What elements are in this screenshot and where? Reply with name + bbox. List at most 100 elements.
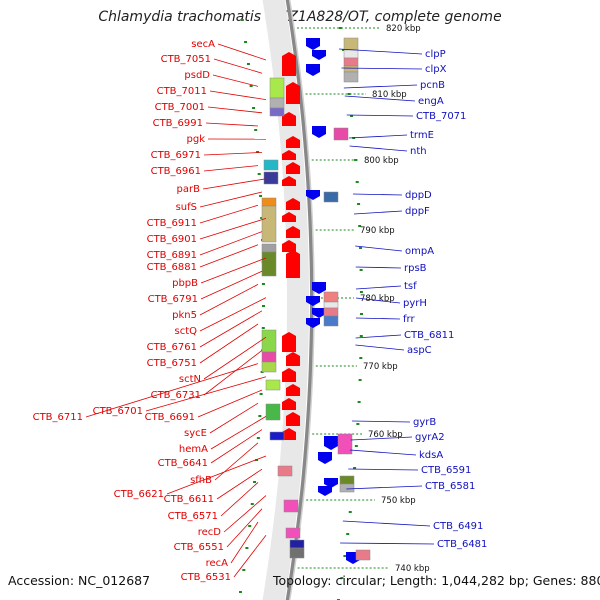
gene-leader-line: [223, 495, 267, 533]
reverse-gene-arrow: [312, 50, 326, 60]
kbp-tick-label: 790 kbp: [360, 226, 395, 236]
kbp-tick-label: 740 kbp: [395, 564, 430, 574]
gene-label-enga: engA: [418, 96, 444, 107]
reverse-gene-arrow: [306, 318, 320, 328]
gene-block: [343, 71, 359, 83]
gene-label-ctb-6481: CTB_6481: [437, 539, 487, 550]
gene-label-ctb-7001: CTB_7001: [155, 102, 205, 113]
forward-gene-arrow: [282, 332, 296, 352]
gene-leader-line: [349, 145, 408, 152]
gene-block: [323, 315, 339, 327]
gene-leader-line: [199, 284, 259, 316]
gene-leader-line: [145, 376, 267, 412]
gene-label-dppd: dppD: [405, 190, 432, 201]
gene-block: [261, 205, 277, 243]
gene-label-dppf: dppF: [405, 206, 430, 217]
gene-leader-line: [353, 210, 403, 215]
gene-label-ctb-7071: CTB_7071: [416, 111, 466, 122]
gene-block: [323, 191, 339, 203]
gene-block: [285, 527, 301, 539]
reverse-gene-arrow: [306, 296, 320, 306]
gene-leader-line: [200, 257, 267, 284]
gene-block: [263, 171, 279, 185]
gene-label-sufs: sufS: [176, 202, 197, 213]
forward-gene-arrow: [282, 176, 296, 186]
gene-label-ctb-6571: CTB_6571: [168, 511, 218, 522]
gene-block: [339, 483, 355, 493]
reverse-gene-arrow: [324, 436, 338, 450]
gene-block: [269, 431, 285, 441]
gene-label-ctb-6491: CTB_6491: [433, 521, 483, 532]
gene-leader-line: [355, 245, 403, 252]
forward-gene-arrow: [286, 412, 300, 426]
gene-block: [289, 539, 305, 549]
gene-leader-line: [199, 323, 259, 364]
gene-label-ctb-6611: CTB_6611: [164, 494, 214, 505]
gene-label-psdd: psdD: [184, 70, 210, 81]
reverse-gene-arrow: [312, 126, 326, 138]
gene-block: [263, 159, 279, 171]
gene-label-ctb-6691: CTB_6691: [145, 412, 195, 423]
gene-block: [339, 475, 355, 485]
gene-block: [355, 549, 371, 561]
gene-leader-line: [340, 542, 435, 545]
gene-leader-line: [210, 416, 267, 450]
gene-block: [265, 403, 281, 421]
forward-gene-arrow: [282, 212, 296, 222]
gene-leader-line: [200, 270, 263, 300]
gene-leader-line: [344, 95, 416, 102]
gene-label-aspc: aspC: [407, 345, 432, 356]
gene-block: [289, 547, 305, 559]
reverse-gene-arrow: [306, 64, 320, 76]
gene-leader-line: [220, 482, 259, 517]
gene-block: [323, 291, 339, 303]
gene-leader-line: [216, 468, 263, 500]
forward-gene-arrow: [286, 82, 300, 104]
gene-label-pyrh: pyrH: [403, 298, 427, 309]
accession-label: Accession: NC_012687: [8, 573, 151, 588]
gene-label-gyrb: gyrB: [413, 417, 436, 428]
gene-label-recd: recD: [198, 527, 222, 538]
reverse-gene-arrow: [324, 478, 338, 488]
gene-leader-line: [203, 350, 263, 396]
gene-block: [323, 307, 339, 317]
forward-gene-arrow: [282, 398, 296, 410]
gene-label-ctb-6711: CTB_6711: [33, 412, 83, 423]
gene-label-ctb-6811: CTB_6811: [404, 330, 454, 341]
gene-label-ctb-6731: CTB_6731: [151, 390, 201, 401]
gene-leader-line: [226, 508, 263, 548]
genome-title: Chlamydia trachomatis B/TZ1A828/OT, comp…: [98, 9, 502, 25]
gene-leader-line: [205, 122, 259, 127]
kbp-tick-label: 750 kbp: [381, 496, 416, 506]
gene-leader-line: [213, 58, 263, 74]
gene-leader-line: [355, 344, 405, 351]
gene-block: [261, 243, 277, 253]
gene-block: [261, 329, 277, 353]
gene-leader-line: [355, 317, 401, 320]
gene-block: [337, 433, 353, 455]
gene-label-pcnb: pcnB: [420, 80, 445, 91]
gene-label-ctb-6551: CTB_6551: [174, 542, 224, 553]
kbp-tick-label: 770 kbp: [363, 362, 398, 372]
gene-leader-line: [348, 134, 408, 139]
gene-label-ctb-6761: CTB_6761: [147, 342, 197, 353]
gene-label-pgk: pgk: [187, 134, 206, 145]
gene-leader-line: [203, 165, 259, 172]
gene-leader-line: [343, 84, 418, 89]
forward-gene-arrow: [286, 136, 300, 148]
gene-label-ctb-6621: CTB_6621: [114, 489, 164, 500]
forward-gene-arrow: [286, 198, 300, 210]
gene-label-ompa: ompA: [405, 246, 434, 257]
gene-leader-line: [233, 534, 267, 578]
gene-leader-line: [199, 297, 267, 332]
kbp-tick-label: 800 kbp: [364, 156, 399, 166]
forward-gene-arrow: [282, 112, 296, 126]
gene-block: [265, 379, 281, 391]
gene-label-ctb-6911: CTB_6911: [147, 218, 197, 229]
gene-label-hema: hemA: [179, 444, 208, 455]
gene-leader-line: [85, 363, 259, 418]
gene-label-rpsb: rpsB: [404, 263, 427, 274]
gene-block: [269, 107, 285, 117]
